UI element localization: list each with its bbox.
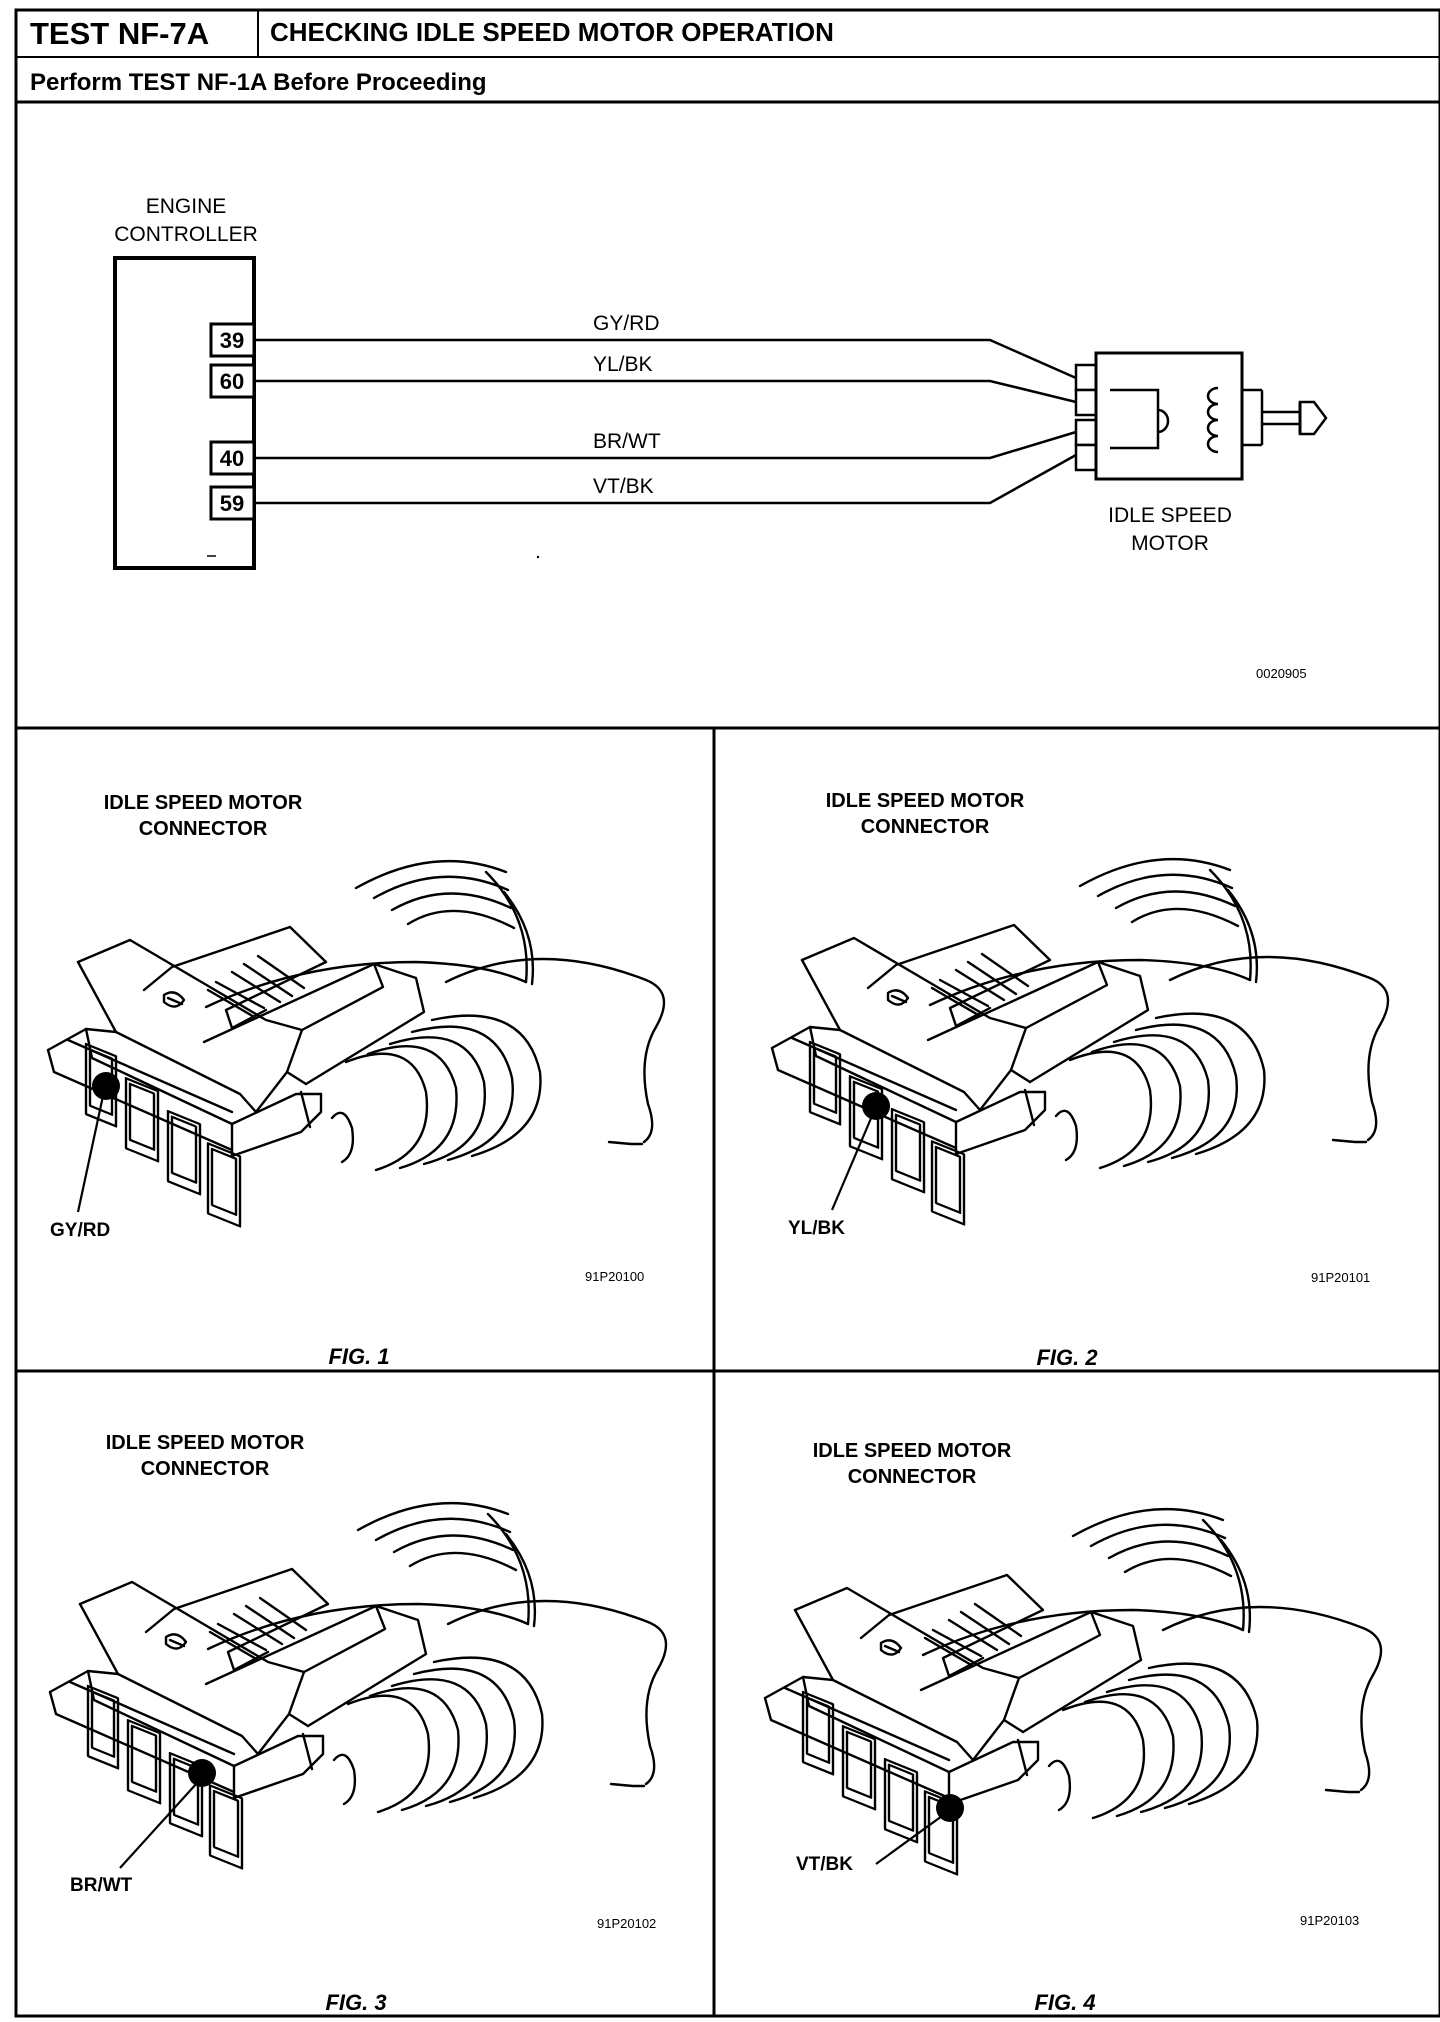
wire-label-yl-bk: YL/BK xyxy=(593,353,653,376)
pin-label: YL/BK xyxy=(788,1218,845,1239)
controller-label-2: CONTROLLER xyxy=(114,223,258,246)
terminal-marker xyxy=(92,1072,120,1100)
connector-title-2: CONNECTOR xyxy=(141,1458,270,1480)
pin-number: 59 xyxy=(220,491,244,516)
connector-illustration xyxy=(763,1507,1383,1876)
wiring-schematic: ENGINE CONTROLLER 39 60 40 59 GY/RD YL/B… xyxy=(113,195,1328,681)
connector-illustration xyxy=(770,857,1390,1226)
pin-callout-line xyxy=(830,1115,874,1211)
wire-label-gy-rd: GY/RD xyxy=(593,312,660,335)
wire-traces xyxy=(254,338,1077,505)
terminal-marker xyxy=(936,1794,964,1822)
pin-label: GY/RD xyxy=(50,1220,110,1241)
pin-number: 60 xyxy=(220,369,244,394)
controller-label: ENGINE xyxy=(146,195,227,218)
terminal-marker xyxy=(188,1759,216,1787)
motor-label: IDLE SPEED xyxy=(1108,504,1232,527)
pin-callout-line xyxy=(875,1815,943,1865)
idle-speed-motor-symbol xyxy=(1074,351,1328,481)
connector-title-2: CONNECTOR xyxy=(848,1466,977,1488)
figure-3: IDLE SPEED MOTOR CONNECTOR BR/WT 91P2010… xyxy=(48,1432,668,2015)
wire-vt-bk xyxy=(254,453,1077,505)
test-id: TEST NF-7A xyxy=(30,16,209,51)
sheet-frame xyxy=(14,8,1440,2018)
stray-dot xyxy=(536,555,540,559)
wire-label-br-wt: BR/WT xyxy=(593,430,661,453)
figure-4: IDLE SPEED MOTOR CONNECTOR VT/BK 91P2010… xyxy=(763,1440,1383,2015)
pin-box-39: 39 xyxy=(209,322,256,358)
test-title: CHECKING IDLE SPEED MOTOR OPERATION xyxy=(270,17,834,47)
pin-callout-line xyxy=(76,1095,105,1213)
pin-number: 39 xyxy=(220,328,244,353)
connector-title-2: CONNECTOR xyxy=(139,818,268,840)
pin-box-60: 60 xyxy=(209,363,256,399)
connector-title: IDLE SPEED MOTOR xyxy=(813,1440,1012,1462)
figure-code: 91P20103 xyxy=(1300,1913,1359,1928)
wire-gy-rd xyxy=(254,338,1077,380)
schematic-drawing-code: 0020905 xyxy=(1256,666,1307,681)
figure-caption: FIG. 1 xyxy=(328,1344,389,1369)
connector-title: IDLE SPEED MOTOR xyxy=(826,790,1025,812)
connector-illustration xyxy=(48,1501,668,1870)
prerequisite-note: Perform TEST NF-1A Before Proceeding xyxy=(30,69,487,96)
figure-code: 91P20101 xyxy=(1311,1270,1370,1285)
figure-code: 91P20102 xyxy=(597,1916,656,1931)
figure-2: IDLE SPEED MOTOR CONNECTOR YL/BK 91P2010… xyxy=(770,790,1390,1370)
motor-label-2: MOTOR xyxy=(1131,532,1209,555)
wire-label-vt-bk: VT/BK xyxy=(593,475,654,498)
figure-code: 91P20100 xyxy=(585,1269,644,1284)
connector-title: IDLE SPEED MOTOR xyxy=(106,1432,305,1454)
wire-yl-bk xyxy=(254,379,1077,404)
engine-controller-box xyxy=(113,256,256,570)
figure-1: IDLE SPEED MOTOR CONNECTOR GY/RD 91P2010… xyxy=(46,792,666,1369)
pin-callout-line xyxy=(119,1782,198,1869)
wire-br-wt xyxy=(254,430,1077,460)
connector-illustration xyxy=(46,859,666,1228)
figure-caption: FIG. 2 xyxy=(1036,1345,1098,1370)
figure-caption: FIG. 3 xyxy=(325,1990,386,2015)
pin-box-59: 59 xyxy=(209,485,256,521)
terminal-marker xyxy=(862,1092,890,1120)
connector-title-2: CONNECTOR xyxy=(861,816,990,838)
pin-box-40: 40 xyxy=(209,440,256,476)
pin-label: BR/WT xyxy=(70,1875,133,1896)
pin-number: 40 xyxy=(220,446,244,471)
figure-caption: FIG. 4 xyxy=(1034,1990,1095,2015)
connector-title: IDLE SPEED MOTOR xyxy=(104,792,303,814)
pin-label: VT/BK xyxy=(796,1854,853,1875)
